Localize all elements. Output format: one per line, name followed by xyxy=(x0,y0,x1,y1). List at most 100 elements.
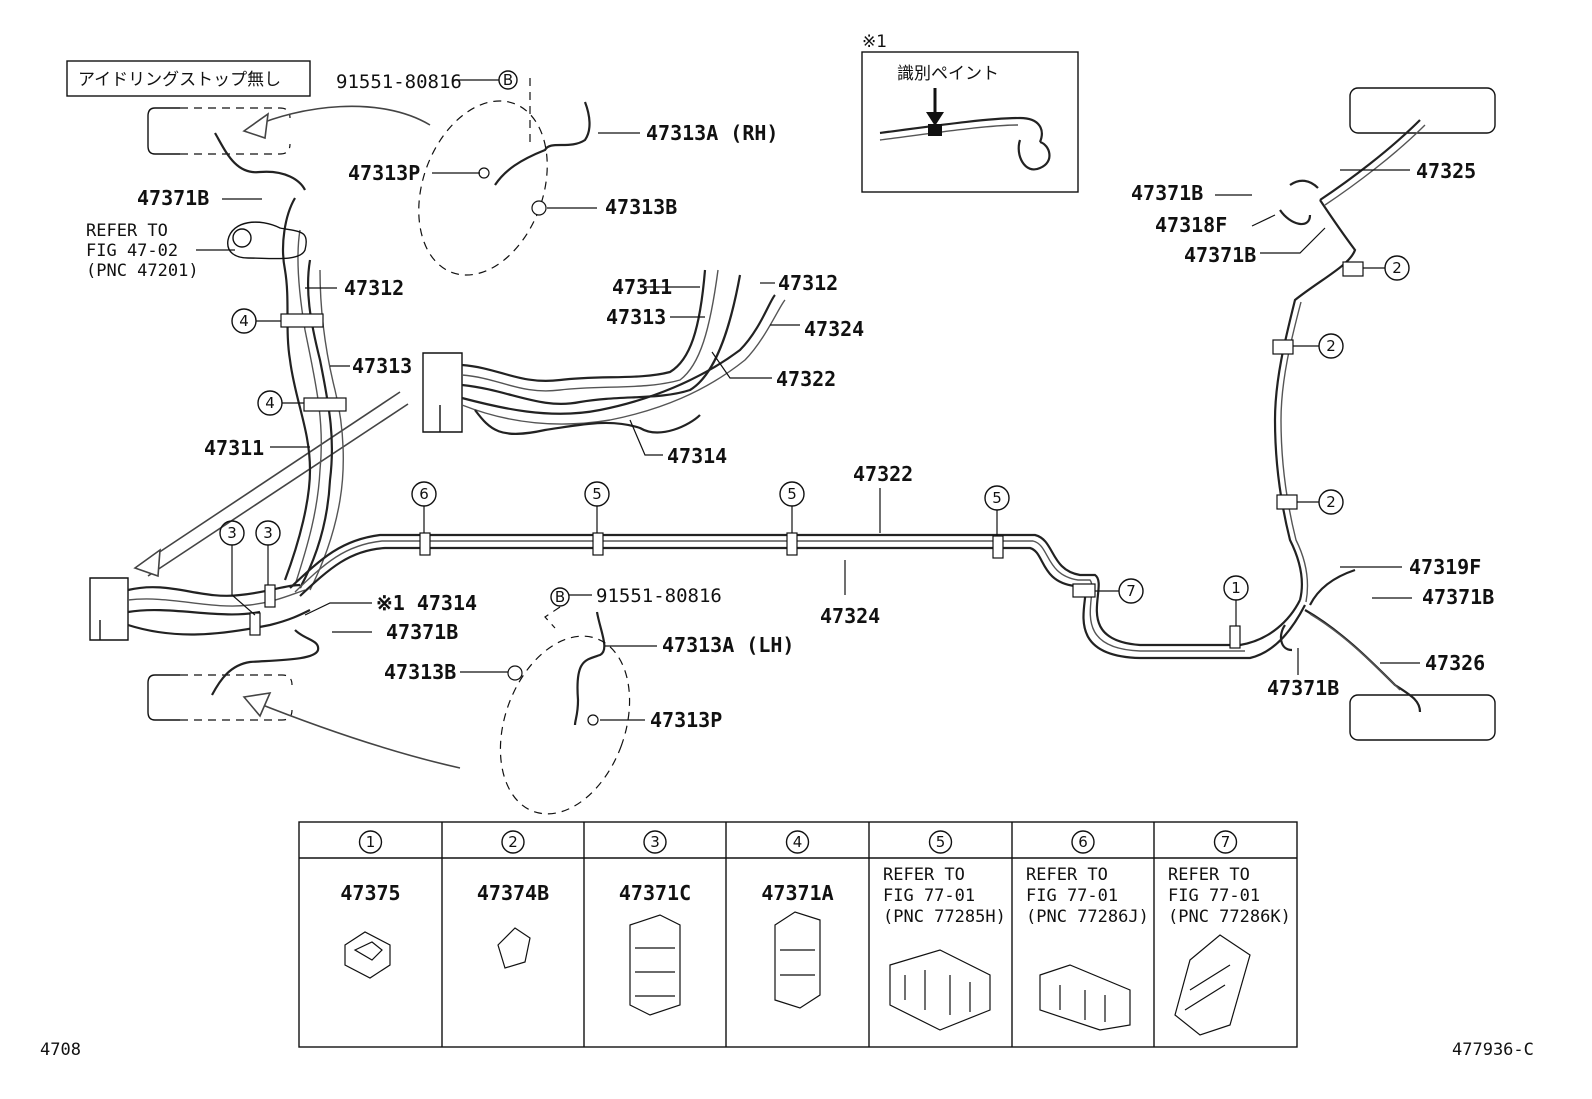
label-47313B-bottom: 47313B xyxy=(384,660,456,684)
master-cylinder-upper xyxy=(422,352,463,433)
svg-text:4: 4 xyxy=(239,312,249,330)
footer-left: 4708 xyxy=(40,1040,81,1060)
clip-icon-47371A xyxy=(774,911,821,1009)
label-47318F: 47318F xyxy=(1155,213,1227,237)
label-refer-2: FIG 47-02 xyxy=(86,241,178,261)
wheel-rear-right xyxy=(1349,694,1496,741)
label-47313P-top: 47313P xyxy=(348,161,420,185)
callout-5b: 5 xyxy=(779,481,805,533)
parts-table-text: FIG 77-01 xyxy=(1026,886,1118,906)
label-91551-bottom: 91551-80816 xyxy=(596,585,722,607)
parts-table-text: 47374B xyxy=(477,881,549,905)
idling-stop-note-text: アイドリングストップ無し xyxy=(78,70,281,90)
svg-text:1: 1 xyxy=(1231,579,1241,597)
wheel-rear-left xyxy=(147,674,293,721)
parts-table-text: (PNC 77286J) xyxy=(1026,907,1149,927)
detail-box: ※1 識別ペイント xyxy=(861,32,1079,193)
parts-table-text: REFER TO xyxy=(1026,865,1108,885)
svg-text:5: 5 xyxy=(787,485,797,503)
label-47322-mid: 47322 xyxy=(776,367,836,391)
label-47311-left: 47311 xyxy=(204,436,264,460)
parts-table-cell: 4 47371A xyxy=(761,830,834,905)
callout-2b: 2 xyxy=(1293,333,1344,359)
detail-caption: 識別ペイント xyxy=(897,64,999,84)
label-47325: 47325 xyxy=(1416,159,1476,183)
svg-text:6: 6 xyxy=(419,485,429,503)
label-47313A-rh: 47313A (RH) xyxy=(646,121,778,145)
svg-text:B: B xyxy=(503,71,513,89)
label-47312-mid: 47312 xyxy=(778,271,838,295)
svg-text:2: 2 xyxy=(1392,259,1402,277)
parts-table-text: 47371A xyxy=(761,881,833,905)
idling-stop-note: アイドリングストップ無し xyxy=(66,60,311,97)
label-47326: 47326 xyxy=(1425,651,1485,675)
callout-5a: 5 xyxy=(584,481,610,533)
clip-icon-47374B xyxy=(497,927,531,969)
label-refer-3: (PNC 47201) xyxy=(86,261,199,281)
label-47314-note: ※1 47314 xyxy=(376,591,477,615)
parts-table-number: 4 xyxy=(793,833,803,851)
label-47312-left: 47312 xyxy=(344,276,404,300)
parts-table-number: 5 xyxy=(936,833,946,851)
parts-table-number: 3 xyxy=(650,833,660,851)
master-cylinder-lower xyxy=(89,577,129,641)
svg-text:7: 7 xyxy=(1126,582,1136,600)
svg-text:2: 2 xyxy=(1326,493,1336,511)
svg-text:3: 3 xyxy=(227,524,237,542)
parts-table-text: FIG 77-01 xyxy=(883,886,975,906)
wheel-front-right xyxy=(1349,87,1496,134)
parts-table-cell: 3 47371C xyxy=(619,830,691,905)
parts-table-text: REFER TO xyxy=(1168,865,1250,885)
svg-text:4: 4 xyxy=(265,394,275,412)
parts-table-number: 2 xyxy=(508,833,518,851)
svg-text:2: 2 xyxy=(1326,337,1336,355)
parts-table-text: (PNC 77286K) xyxy=(1168,907,1291,927)
label-47371B-r3: 47371B xyxy=(1422,585,1494,609)
clip-icon-77285H xyxy=(889,949,991,1031)
label-47313P-bottom: 47313P xyxy=(650,708,722,732)
callout-2a: 2 xyxy=(1363,255,1410,281)
label-47371B-r2: 47371B xyxy=(1184,243,1256,267)
parts-table-number: 7 xyxy=(1221,833,1231,851)
footer-right: 477936-C xyxy=(1452,1040,1534,1060)
callout-4b: 4 xyxy=(257,390,304,416)
svg-text:5: 5 xyxy=(592,485,602,503)
label-47311-mid: 47311 xyxy=(612,275,672,299)
label-47371B-left-top: 47371B xyxy=(137,186,209,210)
label-47371B-left-bottom: 47371B xyxy=(386,620,458,644)
label-47371B-r4: 47371B xyxy=(1267,676,1339,700)
parts-table xyxy=(298,821,1298,1048)
label-47319F: 47319F xyxy=(1409,555,1481,579)
label-47324-mid: 47324 xyxy=(804,317,864,341)
clip-icon-77286J xyxy=(1039,964,1131,1031)
parts-table-text: 47375 xyxy=(340,881,400,905)
label-47313-left: 47313 xyxy=(352,354,412,378)
parts-table-text: 47371C xyxy=(619,881,691,905)
arrow-to-master xyxy=(139,391,401,566)
svg-text:B: B xyxy=(555,588,565,606)
arrow-rear-left xyxy=(249,699,461,769)
parts-table-cell: 2 47374B xyxy=(477,830,549,905)
clip-icon-47371C xyxy=(629,914,681,1016)
clip-icon-47375 xyxy=(344,931,391,979)
label-refer-1: REFER TO xyxy=(86,221,168,241)
svg-text:5: 5 xyxy=(992,489,1002,507)
reservoir xyxy=(227,221,307,260)
svg-text:3: 3 xyxy=(263,524,273,542)
label-47314-mid: 47314 xyxy=(667,444,727,468)
parts-table-text: FIG 77-01 xyxy=(1168,886,1260,906)
arrow-front-left xyxy=(249,105,431,129)
label-47313A-lh: 47313A (LH) xyxy=(662,633,794,657)
parts-table-text: REFER TO xyxy=(883,865,965,885)
callout-3b: 3 xyxy=(255,520,281,585)
callout-3a: 3 xyxy=(219,520,256,616)
wheel-front-left xyxy=(147,107,291,155)
callout-5c: 5 xyxy=(984,485,1010,536)
callout-7: 7 xyxy=(1095,578,1144,604)
parts-table-number: 1 xyxy=(366,833,376,851)
callout-4a: 4 xyxy=(231,308,281,334)
